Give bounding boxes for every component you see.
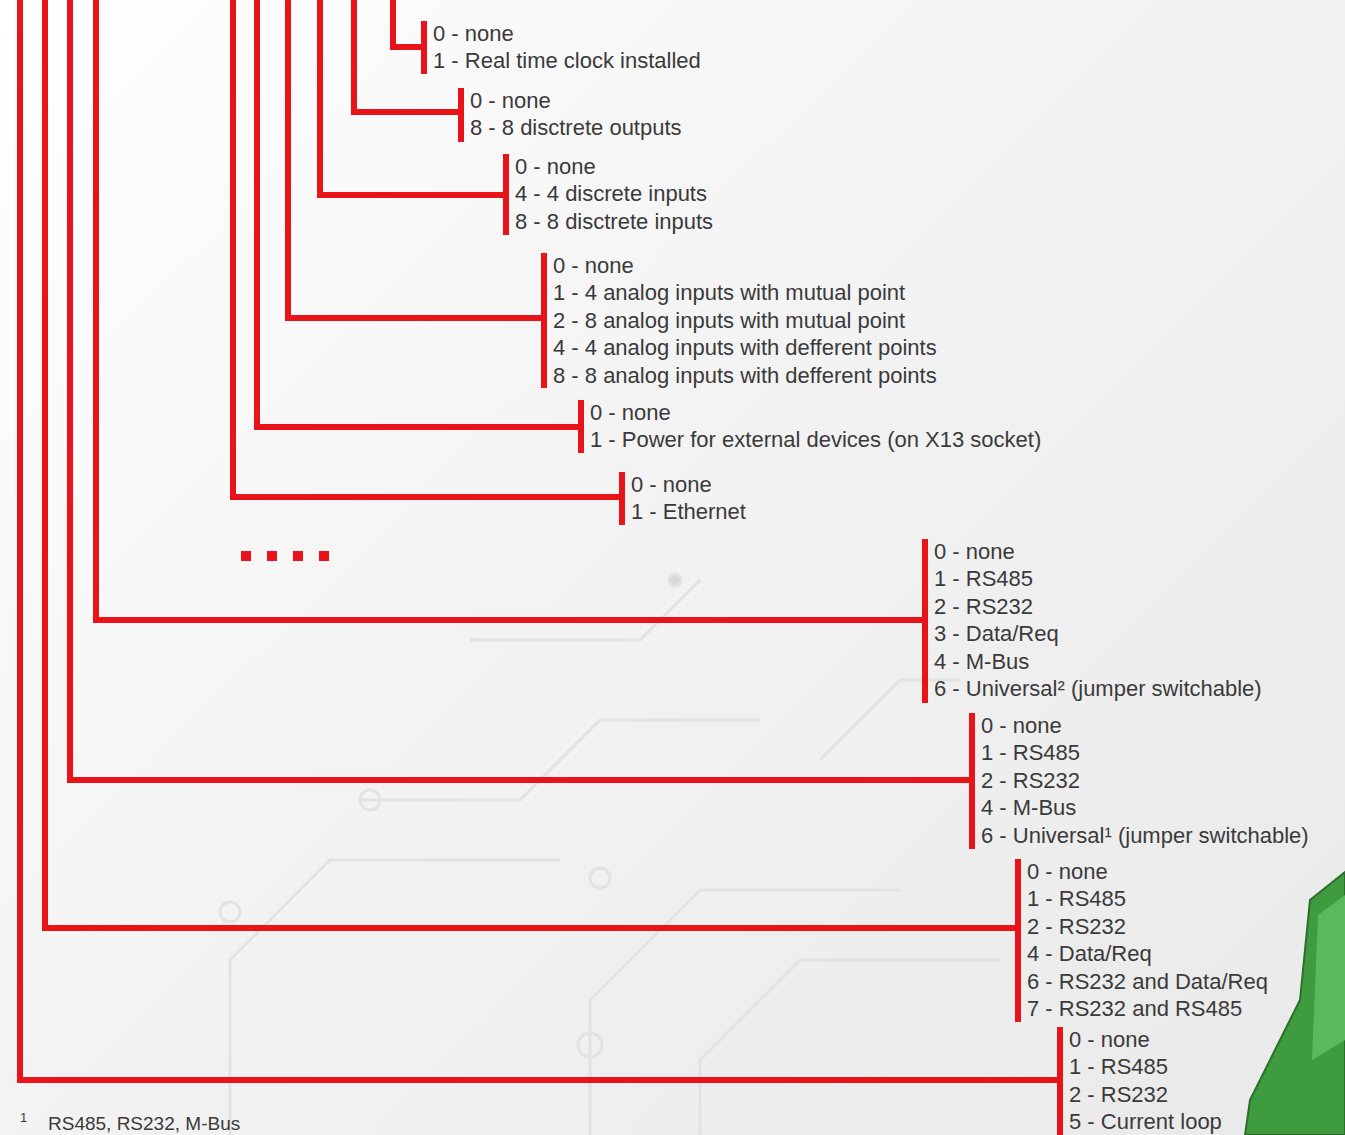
option-text: 2 - RS232	[1069, 1082, 1168, 1108]
option-text: 1 - Power for external devices (on X13 s…	[590, 427, 1041, 453]
footnote-marker: 1	[20, 1110, 27, 1126]
option-text: 0 - none	[981, 713, 1062, 739]
option-text: 4 - 4 analog inputs with defferent point…	[553, 335, 937, 361]
option-text: 2 - RS232	[934, 594, 1033, 620]
option-brackets	[421, 21, 1063, 1135]
option-text: 0 - none	[590, 400, 671, 426]
option-text: 4 - M-Bus	[934, 649, 1029, 675]
option-text: 2 - RS232	[981, 768, 1080, 794]
option-text: 0 - none	[934, 539, 1015, 565]
footnote-text: RS485, RS232, M-Bus	[48, 1113, 240, 1135]
option-text: 6 - Universal² (jumper switchable)	[934, 676, 1262, 702]
option-text: 1 - RS485	[934, 566, 1033, 592]
option-text: 0 - none	[1069, 1027, 1150, 1053]
option-text: 3 - Data/Req	[934, 621, 1059, 647]
ellipsis-dots	[241, 551, 329, 561]
option-text: 5 - Current loop	[1069, 1109, 1222, 1135]
option-text: 6 - Universal¹ (jumper switchable)	[981, 823, 1309, 849]
leader-lines	[20, 0, 1057, 1080]
option-text: 4 - M-Bus	[981, 795, 1076, 821]
option-text: 1 - RS485	[1027, 886, 1126, 912]
option-text: 8 - 8 disctrete inputs	[515, 209, 713, 235]
green-connector	[1245, 872, 1345, 1135]
option-text: 4 - Data/Req	[1027, 941, 1152, 967]
option-text: 4 - 4 discrete inputs	[515, 181, 707, 207]
option-text: 0 - none	[553, 253, 634, 279]
option-text: 1 - 4 analog inputs with mutual point	[553, 280, 905, 306]
option-text: 0 - none	[433, 21, 514, 47]
option-text: 6 - RS232 and Data/Req	[1027, 969, 1268, 995]
option-text: 0 - none	[470, 88, 551, 114]
option-text: 1 - Real time clock installed	[433, 48, 701, 74]
option-text: 8 - 8 analog inputs with defferent point…	[553, 363, 937, 389]
option-text: 1 - Ethernet	[631, 499, 746, 525]
option-text: 8 - 8 disctrete outputs	[470, 115, 682, 141]
option-text: 1 - RS485	[1069, 1054, 1168, 1080]
option-text: 0 - none	[631, 472, 712, 498]
option-text: 2 - 8 analog inputs with mutual point	[553, 308, 905, 334]
option-text: 2 - RS232	[1027, 914, 1126, 940]
option-text: 0 - none	[1027, 859, 1108, 885]
option-text: 0 - none	[515, 154, 596, 180]
option-text: 7 - RS232 and RS485	[1027, 996, 1242, 1022]
circuit-background	[220, 574, 1000, 1135]
option-text: 1 - RS485	[981, 740, 1080, 766]
